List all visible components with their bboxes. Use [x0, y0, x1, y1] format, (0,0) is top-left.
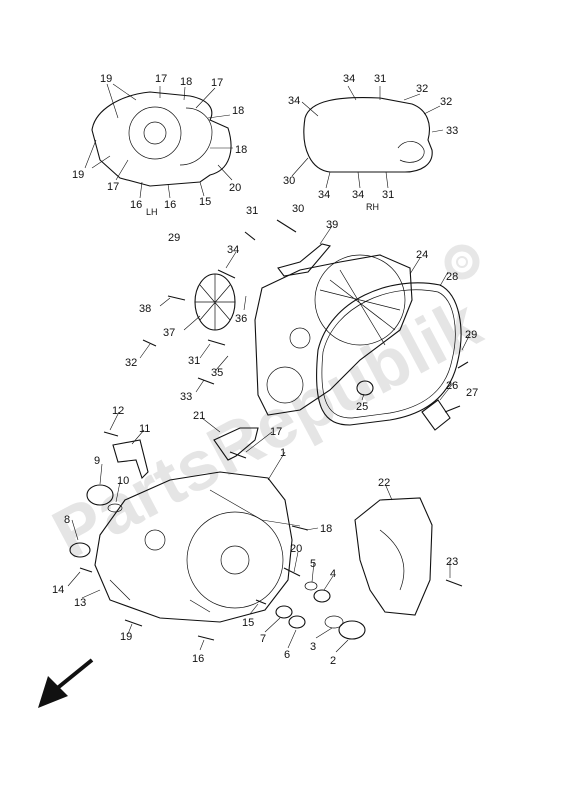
cable-holder	[112, 439, 149, 480]
callout: 11	[139, 423, 150, 435]
collar-7	[275, 605, 293, 619]
callout: 20	[290, 543, 302, 555]
collar-6	[288, 615, 306, 629]
callout: 23	[446, 556, 458, 568]
callout: 8	[64, 514, 70, 526]
pickup-cover	[194, 273, 236, 331]
oil-filler-cap	[86, 484, 123, 513]
callout: 32	[440, 96, 452, 108]
callout: 32	[416, 83, 428, 95]
callout: 6	[284, 649, 290, 661]
callout: 15	[242, 617, 254, 629]
sprocket-cover	[354, 497, 433, 616]
callout: 20	[229, 182, 241, 194]
outer-cover-gasket	[316, 282, 462, 426]
callout: 18	[232, 105, 244, 117]
guide-plate	[213, 427, 259, 461]
rh-label: RH	[366, 202, 379, 212]
callout: 13	[74, 597, 86, 609]
callout: 19	[120, 631, 132, 643]
callout-labels: 19 17 18 17 18 18 19 17 16 16 15 20 34 3…	[52, 73, 478, 667]
callout: 19	[72, 169, 84, 181]
timing-plug	[304, 581, 331, 603]
callout: 30	[292, 203, 304, 215]
callout: 4	[330, 568, 336, 580]
callout: 34	[288, 95, 300, 107]
watermark: PartsRepublik	[40, 283, 492, 573]
callout: 37	[163, 327, 175, 339]
callout: 34	[227, 244, 239, 256]
callout: 36	[235, 313, 247, 325]
callout: 31	[246, 205, 258, 217]
callout: 31	[382, 189, 394, 201]
callout: 14	[52, 584, 64, 596]
lh-label: LH	[146, 207, 158, 217]
callout: 34	[352, 189, 364, 201]
callout: 17	[270, 426, 282, 438]
callout: 10	[117, 475, 129, 487]
callout: 19	[100, 73, 112, 85]
callout: 34	[343, 73, 355, 85]
callout: 17	[155, 73, 167, 85]
callout: 21	[193, 410, 205, 422]
callout: 16	[130, 199, 142, 211]
plug	[69, 542, 91, 558]
callout: 29	[168, 232, 180, 244]
callout: 5	[310, 558, 316, 570]
callout: 22	[378, 477, 390, 489]
oil-seal	[356, 380, 374, 396]
inner-crankcase-cover	[254, 254, 413, 416]
callout: 31	[374, 73, 386, 85]
callout: 35	[211, 367, 223, 379]
callout: 1	[280, 447, 286, 459]
callout: 29	[465, 329, 477, 341]
callout: 26	[446, 380, 458, 392]
callout: 9	[94, 455, 100, 467]
bolts	[79, 219, 469, 641]
callout: 3	[310, 641, 316, 653]
bracket	[277, 243, 331, 277]
callout: 39	[326, 219, 338, 231]
callout: 17	[107, 181, 119, 193]
rh-cover-gasket	[303, 97, 433, 173]
callout: 2	[330, 655, 336, 667]
callout: 28	[446, 271, 458, 283]
watermark-gear-icon	[444, 244, 480, 280]
callout: 17	[211, 77, 223, 89]
lh-cover-gasket	[91, 91, 232, 187]
callout: 16	[192, 653, 204, 665]
callout: 33	[180, 391, 192, 403]
callout: 38	[139, 303, 151, 315]
callout: 12	[112, 405, 124, 417]
callout: 18	[235, 144, 247, 156]
callout: 25	[356, 401, 368, 413]
callout: 7	[260, 633, 266, 645]
callout: 27	[466, 387, 478, 399]
plate-26	[421, 399, 451, 431]
callout: 18	[320, 523, 332, 535]
callout: 30	[283, 175, 295, 187]
callout: 15	[199, 196, 211, 208]
inspection-plug	[324, 615, 366, 640]
callout: 32	[125, 357, 137, 369]
callout: 34	[318, 189, 330, 201]
front-direction-arrow-icon	[38, 658, 94, 708]
callout: 33	[446, 125, 458, 137]
crankcase-cover-lh	[94, 471, 293, 623]
leader-lines	[67, 83, 471, 653]
callout: 24	[416, 249, 428, 261]
callout: 18	[180, 76, 192, 88]
callout: 16	[164, 199, 176, 211]
callout: 31	[188, 355, 200, 367]
